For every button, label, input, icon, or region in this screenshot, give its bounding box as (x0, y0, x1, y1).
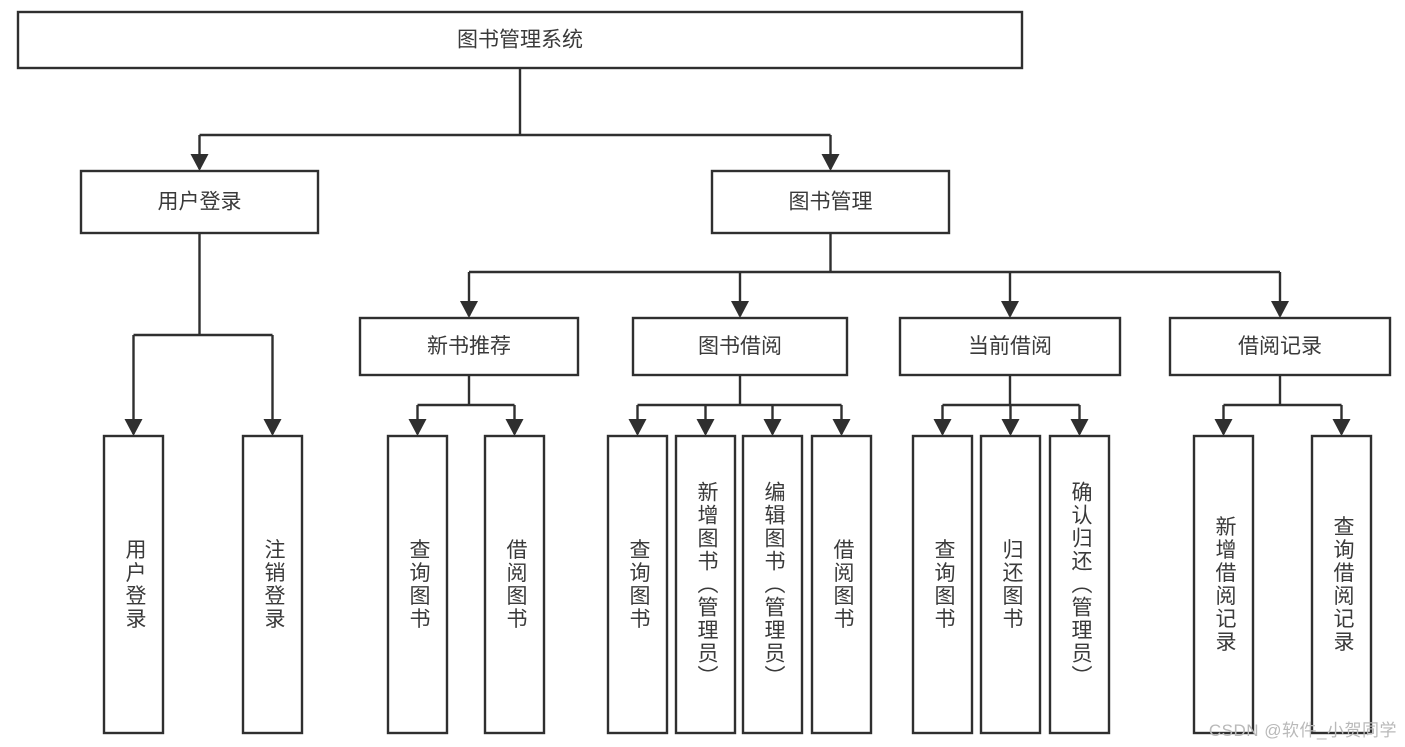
node-box-edit-book[interactable] (741, 434, 804, 735)
node-box-user-login-do[interactable] (102, 434, 165, 735)
node-box-book-borrow[interactable] (631, 316, 849, 377)
connector-arrowhead (505, 419, 524, 436)
node-edit-book[interactable]: 编辑图书（管理员） (741, 434, 804, 735)
node-label-edit-book: 编辑图书（管理员） (762, 481, 786, 688)
node-label-user-login-do: 用户登录 (123, 539, 147, 631)
connector-arrowhead (731, 301, 749, 318)
node-label-query-book-1: 查询图书 (407, 539, 431, 631)
node-query-book-3[interactable]: 查询图书 (911, 434, 974, 735)
node-label-root: 图书管理系统 (457, 29, 583, 52)
node-label-borrow-book-2: 借阅图书 (831, 539, 855, 631)
connector-arrowhead (1070, 419, 1089, 436)
node-label-borrow-book-1: 借阅图书 (504, 539, 528, 631)
connector-arrowhead (408, 419, 427, 436)
node-book-borrow[interactable]: 图书借阅 (631, 316, 849, 377)
node-box-borrow-book-1[interactable] (483, 434, 546, 735)
connector-arrowhead (696, 419, 715, 436)
connector-arrowhead (821, 154, 840, 171)
connector-arrowhead (460, 301, 478, 318)
node-box-new-book-recommend[interactable] (358, 316, 580, 377)
connectors-layer (124, 68, 1351, 436)
node-box-root[interactable] (16, 10, 1024, 70)
connector-arrowhead (190, 154, 209, 171)
node-label-query-borrow-record: 查询借阅记录 (1331, 516, 1355, 654)
node-query-book-2[interactable]: 查询图书 (606, 434, 669, 735)
node-root[interactable]: 图书管理系统 (16, 10, 1024, 70)
node-new-book-recommend[interactable]: 新书推荐 (358, 316, 580, 377)
node-query-book-1[interactable]: 查询图书 (386, 434, 449, 735)
node-borrow-book-1[interactable]: 借阅图书 (483, 434, 546, 735)
node-label-return-book: 归还图书 (1000, 539, 1024, 631)
connector-arrowhead (1001, 419, 1020, 436)
node-current-borrow[interactable]: 当前借阅 (898, 316, 1122, 377)
node-label-book-manage: 图书管理 (789, 191, 873, 214)
node-confirm-return[interactable]: 确认归还（管理员） (1048, 434, 1111, 735)
connector-arrowhead (933, 419, 952, 436)
connector-arrowhead (628, 419, 647, 436)
node-label-confirm-return: 确认归还（管理员） (1069, 481, 1093, 688)
node-label-current-borrow: 当前借阅 (968, 335, 1052, 358)
node-box-query-book-1[interactable] (386, 434, 449, 735)
connector-arrowhead (1271, 301, 1289, 318)
node-user-login-do[interactable]: 用户登录 (102, 434, 165, 735)
node-book-manage[interactable]: 图书管理 (710, 169, 951, 235)
node-label-query-book-3: 查询图书 (932, 539, 956, 631)
connector-arrowhead (263, 419, 282, 436)
watermark-text: CSDN @软件_小贺同学 (1208, 721, 1397, 740)
connector-arrowhead (763, 419, 782, 436)
node-borrow-record[interactable]: 借阅记录 (1168, 316, 1392, 377)
node-label-add-borrow-record: 新增借阅记录 (1213, 516, 1237, 654)
node-label-query-book-2: 查询图书 (627, 539, 651, 631)
node-label-add-book: 新增图书（管理员） (695, 481, 719, 688)
node-label-user-login: 用户登录 (158, 191, 242, 214)
node-box-add-borrow-record[interactable] (1192, 434, 1255, 735)
node-add-borrow-record[interactable]: 新增借阅记录 (1192, 434, 1255, 735)
node-box-borrow-book-2[interactable] (810, 434, 873, 735)
node-box-query-book-2[interactable] (606, 434, 669, 735)
node-user-login[interactable]: 用户登录 (79, 169, 320, 235)
node-query-borrow-record[interactable]: 查询借阅记录 (1310, 434, 1373, 735)
node-box-user-logout[interactable] (241, 434, 304, 735)
connector-arrowhead (1214, 419, 1233, 436)
node-box-query-borrow-record[interactable] (1310, 434, 1373, 735)
node-label-user-logout: 注销登录 (262, 539, 286, 631)
node-box-user-login[interactable] (79, 169, 320, 235)
node-box-confirm-return[interactable] (1048, 434, 1111, 735)
node-box-borrow-record[interactable] (1168, 316, 1392, 377)
nodes-layer: 图书管理系统用户登录用户登录注销登录图书管理新书推荐查询图书借阅图书图书借阅查询… (16, 10, 1392, 735)
node-add-book[interactable]: 新增图书（管理员） (674, 434, 737, 735)
node-label-book-borrow: 图书借阅 (698, 335, 782, 358)
connector-arrowhead (1001, 301, 1019, 318)
node-box-current-borrow[interactable] (898, 316, 1122, 377)
node-box-add-book[interactable] (674, 434, 737, 735)
node-box-return-book[interactable] (979, 434, 1042, 735)
node-box-book-manage[interactable] (710, 169, 951, 235)
node-user-logout[interactable]: 注销登录 (241, 434, 304, 735)
node-box-query-book-3[interactable] (911, 434, 974, 735)
connector-arrowhead (832, 419, 851, 436)
connector-arrowhead (1332, 419, 1351, 436)
node-return-book[interactable]: 归还图书 (979, 434, 1042, 735)
node-label-borrow-record: 借阅记录 (1238, 335, 1322, 358)
connector-arrowhead (124, 419, 143, 436)
node-label-new-book-recommend: 新书推荐 (427, 335, 511, 358)
node-borrow-book-2[interactable]: 借阅图书 (810, 434, 873, 735)
